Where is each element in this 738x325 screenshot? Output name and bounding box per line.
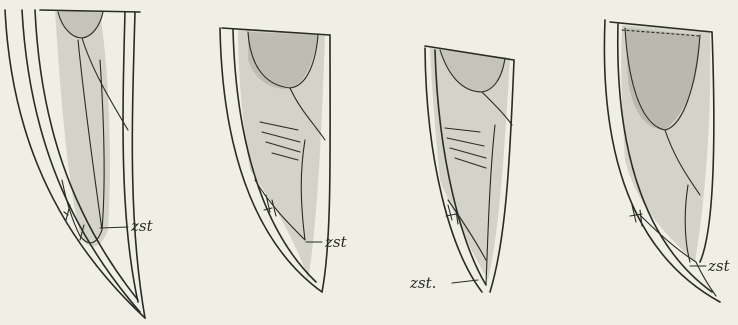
label-zst-4: zst bbox=[707, 257, 731, 275]
specimen-4: zst bbox=[604, 20, 730, 302]
specimen-2: zst bbox=[220, 28, 348, 292]
right-wall-1b bbox=[123, 12, 138, 302]
right-wall-1 bbox=[132, 12, 145, 318]
label-zst-3: zst. bbox=[409, 274, 436, 292]
specimen-1: zst bbox=[5, 10, 154, 318]
label-zst-2: zst bbox=[324, 233, 348, 251]
top-edge-1 bbox=[40, 10, 140, 12]
label-zst-1: zst bbox=[130, 217, 154, 235]
stria-4 bbox=[630, 205, 642, 226]
specimen-3: zst. bbox=[409, 46, 514, 292]
